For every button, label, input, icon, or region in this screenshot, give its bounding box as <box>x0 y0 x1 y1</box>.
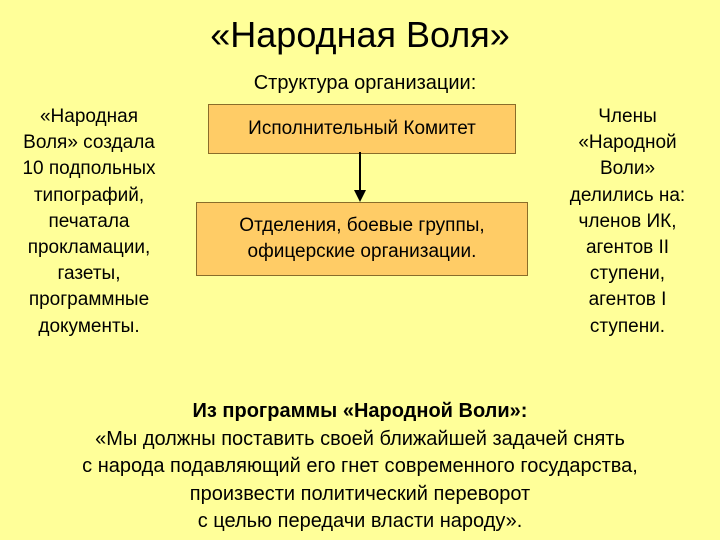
departments-box: Отделения, боевые группы, офицерские орг… <box>196 202 528 276</box>
quote-line: с целью передачи власти народу». <box>197 510 523 532</box>
right-text-line: делились на: <box>569 184 686 206</box>
right-text-line: Воли» <box>599 158 656 180</box>
left-text-line: Воля» создала <box>23 132 155 154</box>
departments-line: офицерские организации. <box>247 241 477 262</box>
right-text-block: Члены «Народной Воли» делились на: члено… <box>540 104 715 340</box>
executive-committee-label: Исполнительный Комитет <box>248 118 476 139</box>
left-text-block: «Народная Воля» создала 10 подпольных ти… <box>0 104 178 340</box>
slide-title: «Народная Воля» <box>210 14 510 55</box>
left-text-line: прокламации, <box>27 237 151 259</box>
quote-line: произвести политический переворот <box>189 482 531 505</box>
structure-label: Структура организации: <box>253 72 477 94</box>
left-text-line: газеты, <box>57 263 121 285</box>
left-text-line: печатала <box>48 210 130 232</box>
right-text-line: ступени, <box>589 263 666 285</box>
left-text-line: 10 подпольных <box>22 158 156 180</box>
quote-line: с народа подавляющий его гнет современно… <box>82 455 638 477</box>
executive-committee-box: Исполнительный Комитет <box>208 104 516 154</box>
right-text-line: ступени. <box>589 315 666 337</box>
arrow-down-icon <box>354 152 366 202</box>
left-text-line: типографий, <box>33 184 145 206</box>
program-quote: Из программы «Народной Воли»: «Мы должны… <box>0 398 720 536</box>
left-text-line: «Народная <box>39 106 138 127</box>
quote-line: «Мы должны поставить своей ближайшей зад… <box>95 427 625 450</box>
right-text-line: членов ИК, <box>578 210 677 232</box>
quote-heading: Из программы «Народной Воли»: <box>192 400 528 422</box>
left-text-line: документы. <box>38 315 140 337</box>
left-text-line: программные <box>28 289 150 311</box>
right-text-line: агентов I <box>588 289 667 311</box>
right-text-line: Члены <box>598 106 657 127</box>
right-text-line: «Народной <box>578 132 677 154</box>
departments-line: Отделения, боевые группы, <box>239 215 485 236</box>
right-text-line: агентов II <box>585 237 670 259</box>
